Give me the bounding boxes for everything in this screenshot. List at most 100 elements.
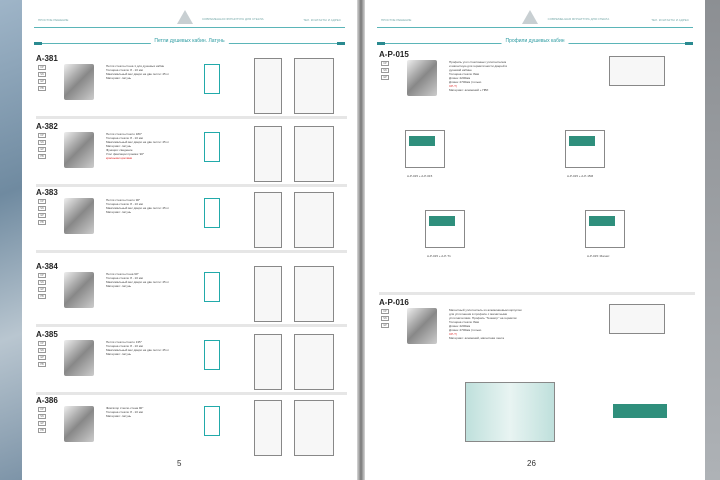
product-photo — [64, 64, 94, 100]
glass-panel — [409, 136, 435, 146]
diagram-caption: A-P-015 + A-P-15M — [567, 174, 594, 178]
description-line: душевой кабине — [449, 68, 472, 72]
finish-badge: SN — [38, 280, 46, 285]
section-title: Петли душевых кабин. Латунь — [150, 38, 229, 44]
description-line: Максимальный вес двери на две петли: 45 … — [106, 140, 169, 144]
diagram-caption: A-P-015 + A-P-T1 — [427, 254, 451, 258]
section-title-bar: Профили душевых кабин — [377, 36, 693, 45]
finish-badge: CP — [38, 341, 46, 346]
product-photo — [407, 60, 437, 96]
item-divider — [379, 292, 695, 295]
description-line: Толщина стекла: 8 - 10 мм — [106, 410, 143, 414]
finish-badge: GP — [381, 323, 389, 328]
header-logo-text: СОВРЕМЕННАЯ ФУРНИТУРА ДЛЯ СТЕКЛА — [201, 17, 264, 21]
item-divider — [36, 250, 347, 253]
technical-drawing — [294, 400, 334, 456]
description-line: Материал: латунь — [106, 76, 132, 80]
technical-drawing — [254, 58, 282, 114]
technical-drawing — [609, 56, 665, 86]
technical-drawing — [254, 192, 282, 248]
product-description: Магнитный уплотнитель из алюминиевым кор… — [449, 308, 527, 340]
description-line: Профиль угол стеклянных уплотнителем — [449, 60, 507, 64]
finish-badge: PB — [38, 428, 46, 433]
finish-badge: SN — [38, 206, 46, 211]
finish-badge: SN — [38, 348, 46, 353]
finish-badge: SN — [381, 316, 389, 321]
finish-badge: CP — [38, 273, 46, 278]
product-code: A-P-015 — [379, 50, 409, 59]
finish-badges: CP SN GP — [381, 309, 389, 328]
description-line: Петля стекло-стена 90° — [106, 272, 139, 276]
item-divider — [36, 392, 347, 395]
product-photo — [64, 406, 94, 442]
technical-drawing — [294, 334, 334, 390]
description-line: Угол фиксации проема: 90° — [106, 152, 145, 156]
highlight-note: красными цветами — [106, 156, 133, 160]
background-left-strip — [0, 0, 22, 480]
product-photo — [64, 132, 94, 168]
glass-panel — [589, 216, 615, 226]
logo-triangle-icon — [522, 10, 539, 24]
description-line: Функция: сведение — [106, 148, 133, 152]
finish-badge: SN — [381, 68, 389, 73]
product-description: Петля стекло-стена 90°Толщина стекла: 8 … — [106, 272, 184, 288]
description-line: Магнитный уплотнитель из алюминиевым кор… — [449, 308, 522, 312]
description-line: Петля стекло-стекло 180° — [106, 132, 142, 136]
finish-badge: CP — [38, 133, 46, 138]
product-code: A-385 — [36, 330, 58, 339]
technical-drawing — [254, 400, 282, 456]
finish-badge: CP — [381, 309, 389, 314]
item-divider — [36, 116, 347, 119]
description-line: Длина: 2200мм — [449, 324, 471, 328]
page-number: 5 — [177, 459, 182, 468]
profile-diagram — [405, 130, 445, 168]
finish-badge: PB — [38, 154, 46, 159]
finish-badge: GP — [38, 421, 46, 426]
description-line: уплотнителями. Профиль "Геометр" на герм… — [449, 316, 517, 320]
description-line: Толщина стекла: 8 - 10 мм — [106, 136, 143, 140]
finish-badge: GP — [38, 79, 46, 84]
technical-drawing — [204, 132, 220, 162]
finish-badge: PB — [38, 362, 46, 367]
logo-triangle-icon — [177, 10, 194, 24]
highlight-note: CP-T) — [449, 84, 457, 88]
glass-panel — [569, 136, 595, 146]
technical-drawing — [254, 334, 282, 390]
description-line: Толщина стекла: 8мм — [449, 320, 479, 324]
header-left-text: ПРОСТОЕ РЕШЕНИЕ — [381, 18, 412, 22]
description-line: Материал: латунь — [106, 144, 132, 148]
header-right-text: ТЕЛ. КОНТАКТЫ И АДРЕС — [651, 18, 689, 22]
finish-badge: GP — [38, 147, 46, 152]
header-right-text: ТЕЛ. КОНТАКТЫ И АДРЕС — [303, 18, 341, 22]
profile-end-view — [613, 404, 667, 418]
finish-badge: PB — [38, 220, 46, 225]
product-code: A-382 — [36, 122, 58, 131]
product-code: A-381 — [36, 54, 58, 63]
description-line: Петля стекло-стена 1 для душевых кабин — [106, 64, 165, 68]
technical-drawing — [204, 340, 220, 370]
description-line: и магнитную для герметичности дверей в — [449, 64, 507, 68]
product-description: Петля стекло-стекло 180°Толщина стекла: … — [106, 132, 184, 160]
product-code: A-383 — [36, 188, 58, 197]
description-line: Фиксатор стекло-стена 90° — [106, 406, 144, 410]
diagram-caption: A-P-015 + A-P-015 — [407, 174, 433, 178]
description-line: Толщина стекла: 8мм — [449, 72, 479, 76]
product-description: Петля стекло-стекло 90°Толщина стекла: 8… — [106, 198, 184, 214]
product-description: Фиксатор стекло-стена 90°Толщина стекла:… — [106, 406, 184, 418]
description-line: Длина: 2700мм (только — [449, 80, 482, 84]
right-page: ПРОСТОЕ РЕШЕНИЕ СОВРЕМЕННАЯ ФУРНИТУРА ДЛ… — [365, 0, 705, 480]
description-line: для уплотнения в профиле с магнитными — [449, 312, 508, 316]
finish-badge: SN — [38, 414, 46, 419]
description-line: Петля стекло-стекло 90° — [106, 198, 141, 202]
technical-drawing — [294, 58, 334, 114]
section-title-bar: Петли душевых кабин. Латунь — [34, 36, 345, 45]
